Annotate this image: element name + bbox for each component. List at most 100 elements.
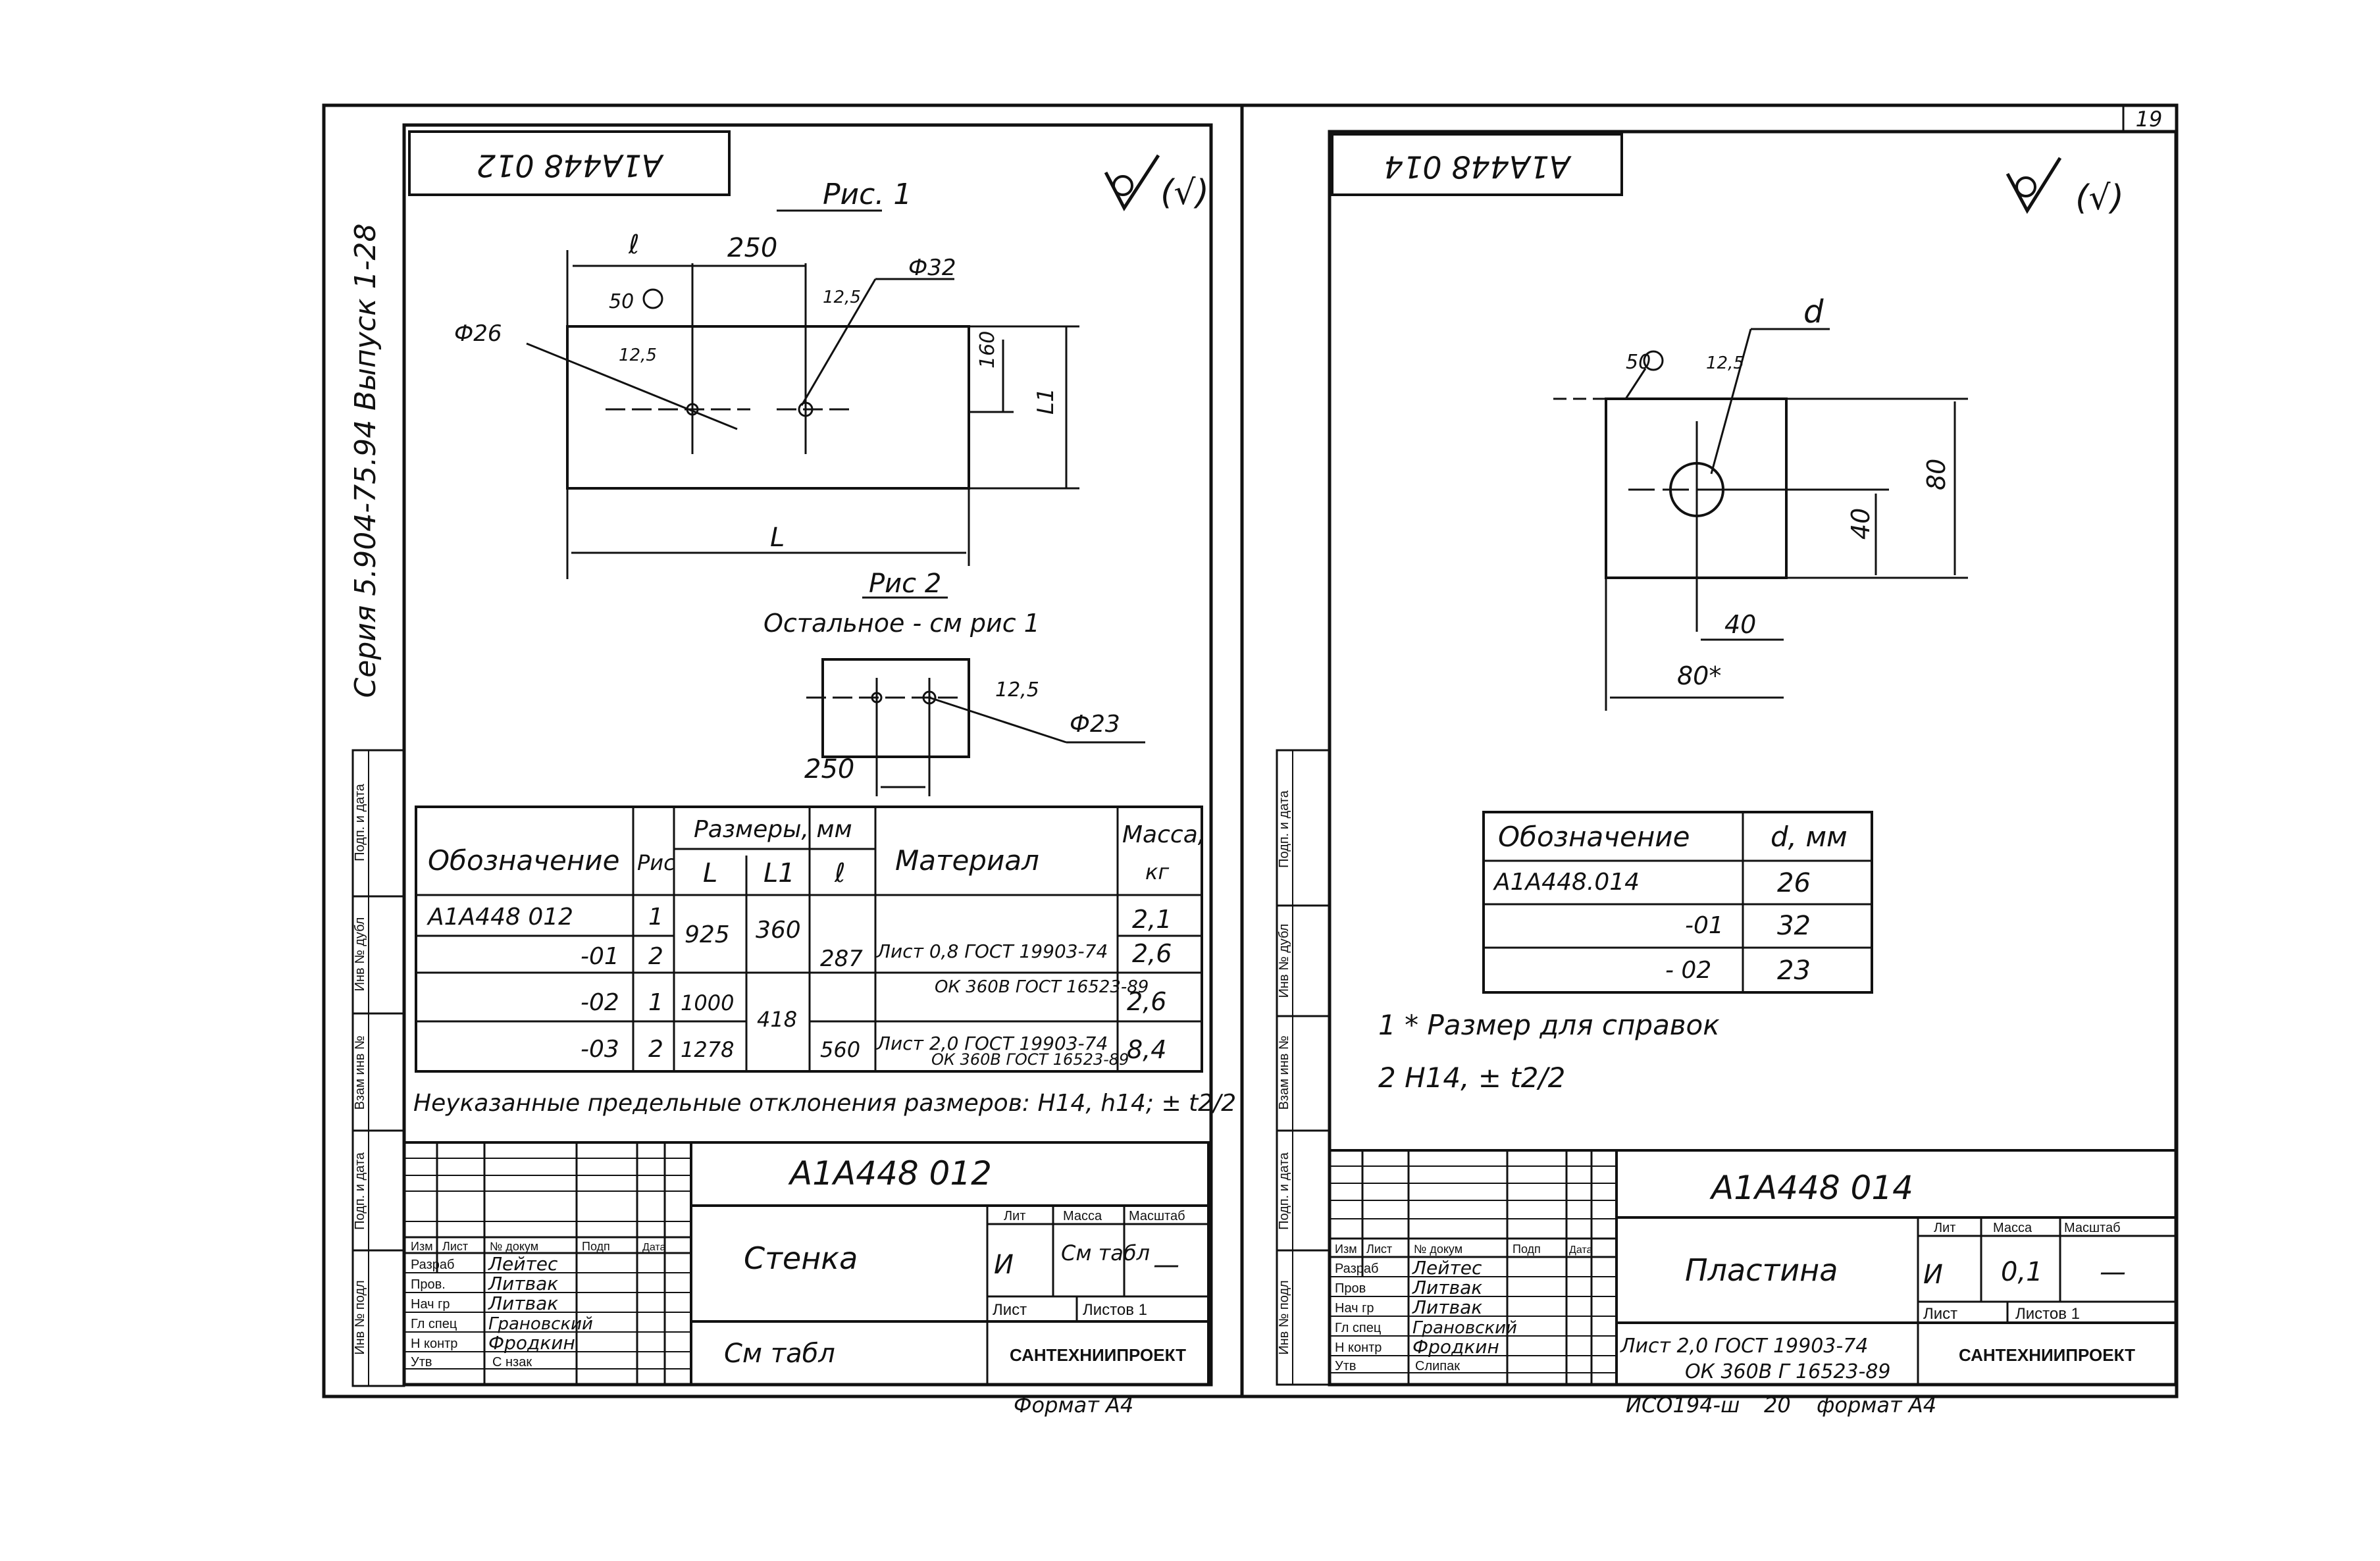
left-tb-col-0: Изм <box>411 1240 433 1253</box>
row2-mat2: ОК 360В ГОСТ 16523-89 <box>931 1050 1129 1069</box>
right-tb-org: САНТЕХНИИПРОЕКТ <box>1959 1345 2135 1365</box>
row2-fig: 1 <box>648 989 663 1016</box>
row3-fig: 2 <box>648 1036 663 1063</box>
left-stamp-4: Инв № подл <box>353 1280 367 1354</box>
row1-fig: 2 <box>648 943 663 970</box>
left-stamp-3: Подп. и дата <box>353 1152 367 1230</box>
dim-125b: 12,5 <box>619 345 657 365</box>
right-tb-col-4: Дата <box>1569 1244 1593 1256</box>
right-stamp-0: Подп. и дата <box>1277 790 1291 868</box>
left-tb-code: А1А448 012 <box>788 1154 992 1192</box>
dim-phi32: Ф32 <box>908 255 956 281</box>
th-mass-unit: кг <box>1145 859 1169 884</box>
th-designation: Обозначение <box>428 844 619 877</box>
dim-d: d <box>1803 294 1824 330</box>
row0-fig: 1 <box>648 904 663 931</box>
row3-L: 1278 <box>681 1037 734 1062</box>
right-stamp-2: Взам инв № <box>1277 1036 1291 1110</box>
right-tb-role-0: Разраб <box>1335 1262 1378 1276</box>
right-tb-sheets: Листов 1 <box>2015 1305 2080 1323</box>
row3-l: 560 <box>820 1037 860 1062</box>
right-stamp-4: Инв № подл <box>1277 1280 1291 1354</box>
left-tb-org: САНТЕХНИИПРОЕКТ <box>1010 1345 1186 1365</box>
left-format: Формат А4 <box>1014 1393 1133 1418</box>
row0-L1: 360 <box>756 917 801 944</box>
left-tb-role-3: Гл спец <box>411 1317 457 1331</box>
left-roughness-text: (√) <box>1160 173 1209 213</box>
right-tb-lit-h: Лит <box>1934 1221 1955 1235</box>
dim-50r: 50 <box>1626 351 1651 374</box>
right-roughness-mark: (√) <box>2005 157 2124 218</box>
right-title-block: А1А448 014 Пластина Лист 2,0 ГОСТ 19903-… <box>1328 1149 2177 1386</box>
left-tb-col-4: Дата <box>642 1242 666 1253</box>
right-tb-name-1: Литвак <box>1412 1277 1482 1298</box>
left-tb-role-0: Разраб <box>411 1258 454 1272</box>
th-sizes: Размеры, мм <box>694 816 852 843</box>
th-L1: L1 <box>763 858 795 888</box>
row3-mass: 8,4 <box>1127 1035 1166 1064</box>
th-L: L <box>703 858 717 888</box>
right-tb-mass-h: Масса <box>1993 1221 2032 1235</box>
left-tb-mass: См табл <box>1061 1241 1150 1266</box>
series-text: Серия 5.904-75.94 Выпуск 1-28 <box>349 224 382 698</box>
left-tb-sheet: Лист <box>993 1301 1027 1319</box>
right-roughness-text: (√) <box>2075 178 2124 218</box>
right-tb-role-1: Пров <box>1335 1281 1366 1296</box>
page-number-box <box>2122 104 2179 133</box>
rt-row2-des: - 02 <box>1665 957 1711 984</box>
dim-125a: 12,5 <box>823 288 861 307</box>
th-l: ℓ <box>834 858 846 888</box>
plate-drawing: d 50 12,5 80 40 40 80* <box>1553 294 1968 711</box>
row0-L: 925 <box>685 921 730 948</box>
left-tb-name-1: Литвак <box>488 1273 558 1294</box>
footer-code: ИСО194-ш <box>1626 1393 1740 1418</box>
right-tb-scale-h: Масштаб <box>2064 1221 2121 1235</box>
row3-des: -03 <box>581 1036 619 1063</box>
left-code-box <box>408 130 731 196</box>
left-tb-col-3: Подп <box>582 1240 610 1253</box>
footer-num: 20 <box>1764 1393 1791 1418</box>
left-stamp-0: Подп. и дата <box>353 783 367 861</box>
dim-160: 160 <box>976 331 999 369</box>
left-note: Неуказанные предельные отклонения размер… <box>413 1090 1236 1117</box>
left-tb-sheets: Листов 1 <box>1083 1301 1147 1319</box>
row2-L: 1000 <box>681 990 734 1015</box>
right-format: формат А4 <box>1817 1393 1936 1418</box>
right-tb-material1: Лист 2,0 ГОСТ 19903-74 <box>1620 1335 1868 1358</box>
right-tb-sheet: Лист <box>1923 1305 1957 1323</box>
right-tb-role-4: Н контр <box>1335 1341 1382 1355</box>
right-tb-role-3: Гл спец <box>1335 1321 1381 1335</box>
left-tb-mass-h: Масса <box>1063 1209 1102 1223</box>
rt-th-d: d, мм <box>1771 821 1848 853</box>
right-tb-col-3: Подп <box>1513 1242 1541 1256</box>
left-sheet: А1А448 012 Серия 5.904-75.94 Выпуск 1-28… <box>322 103 1244 1418</box>
dim-80h: 80* <box>1677 661 1721 690</box>
dim-L: L <box>770 523 785 553</box>
dim-phi26: Ф26 <box>454 320 502 347</box>
right-rotated-code: А1А448 014 <box>1384 149 1572 185</box>
row0-des: А1А448 012 <box>427 904 573 931</box>
right-note-0: 1 * Размер для справок <box>1378 1009 1720 1041</box>
fig2-note: Остальное - см рис 1 <box>763 609 1040 638</box>
right-tb-col-2: № докум <box>1414 1242 1462 1256</box>
left-tb-lit-h: Лит <box>1004 1209 1025 1223</box>
left-tb-name: Стенка <box>744 1241 858 1276</box>
left-tb-name-4: Фродкин <box>488 1332 575 1354</box>
right-tb-col-1: Лист <box>1366 1242 1392 1256</box>
rt-row0-des: А1А448.014 <box>1493 869 1640 896</box>
dim-phi23: Ф23 <box>1070 711 1120 738</box>
rt-row0-d: 26 <box>1777 868 1811 898</box>
dim-40h: 40 <box>1724 610 1756 639</box>
rt-row2-d: 23 <box>1777 956 1811 986</box>
row2-L1: 418 <box>757 1007 797 1032</box>
left-tb-material: См табл <box>724 1339 835 1369</box>
left-tb-scale-h: Масштаб <box>1129 1209 1185 1223</box>
right-tb-name-0: Лейтес <box>1412 1257 1482 1279</box>
left-tb-name-5: С нзак <box>492 1355 532 1369</box>
left-stamp-1: Инв № дубл <box>353 917 367 992</box>
left-tb-role-5: Утв <box>411 1355 432 1369</box>
right-tb-col-0: Изм <box>1335 1242 1357 1256</box>
left-title-block: А1А448 012 Стенка См табл Лит Масса Масш… <box>403 1141 1210 1386</box>
rt-row1-d: 32 <box>1777 911 1811 941</box>
